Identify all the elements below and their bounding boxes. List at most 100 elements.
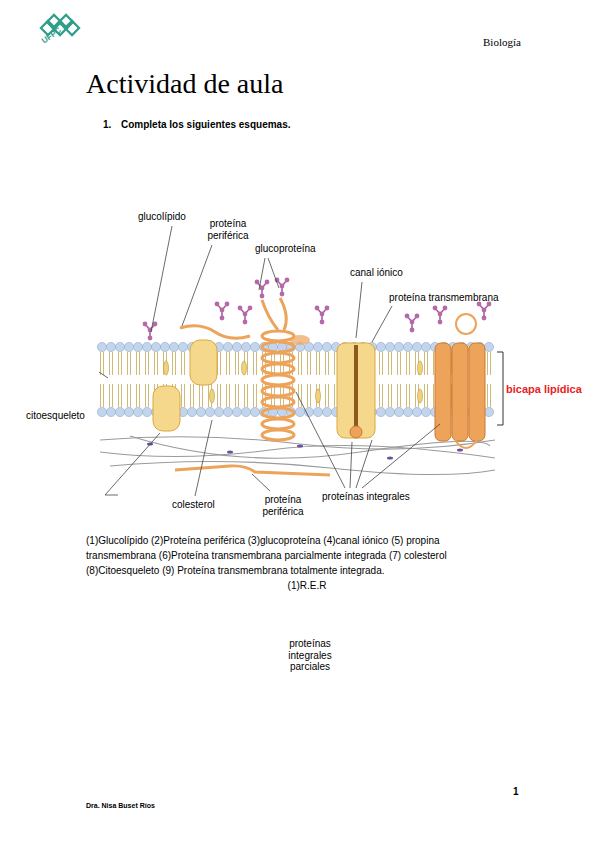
lipid-tail <box>235 384 236 407</box>
sugar-unit <box>415 314 420 319</box>
leader-line <box>268 258 279 288</box>
note: proteínas integrales parciales <box>280 638 340 673</box>
transmembrane-helix <box>452 343 468 441</box>
lipid-tail <box>388 384 389 407</box>
cholesterol <box>164 361 169 375</box>
lipid-head <box>421 342 430 351</box>
cytoskeleton-fiber <box>130 436 490 458</box>
leader-line <box>105 433 160 495</box>
helix-turn <box>262 408 294 418</box>
helix-turn <box>262 353 294 363</box>
lipid-tail <box>130 384 131 407</box>
cholesterol <box>210 389 215 403</box>
lipid-tail <box>238 384 239 407</box>
sugar-unit <box>482 316 487 321</box>
lipid-tail <box>118 352 119 375</box>
sugar-unit <box>443 306 448 311</box>
part-label: glucoproteína <box>255 243 316 255</box>
lipid-head <box>115 342 124 351</box>
lipid-head <box>403 342 412 351</box>
lipid-head <box>376 407 385 416</box>
part-label: colesterol <box>172 499 215 511</box>
lipid-tail <box>184 384 185 407</box>
lipid-head <box>124 407 133 416</box>
helix-turn <box>262 331 294 341</box>
lipid-tail <box>199 384 200 407</box>
bracket <box>497 352 503 425</box>
leader-line <box>195 420 212 496</box>
leader-line <box>356 440 372 488</box>
partial-protein <box>153 386 180 431</box>
sugar-unit <box>320 320 325 325</box>
answer-key: (1)Glucolípido (2)Proteína periférica (3… <box>86 533 496 578</box>
lipid-head <box>169 342 178 351</box>
sugars <box>143 278 492 341</box>
ion-channel <box>337 343 375 438</box>
cytoskeleton-fiber <box>100 446 495 459</box>
sugar-unit <box>260 294 265 299</box>
lipid-tail <box>325 352 326 375</box>
sugar-unit <box>238 306 243 311</box>
lipid-tail <box>310 384 311 407</box>
leader-line <box>151 226 172 332</box>
lipid-head <box>106 407 115 416</box>
lipid-tail <box>118 384 119 407</box>
lipid-tail <box>226 384 227 407</box>
lipid-tail <box>154 352 155 375</box>
lipid-tail <box>487 352 488 375</box>
sugar-unit <box>143 322 148 327</box>
lipid-tail <box>157 352 158 375</box>
lipid-tail <box>127 352 128 375</box>
leader-line <box>182 245 212 326</box>
lipid-tail <box>409 352 410 375</box>
part-label: proteína transmembrana <box>389 292 499 304</box>
lipid-head <box>151 342 160 351</box>
lipid-tail <box>298 352 299 375</box>
sugar-unit <box>315 306 320 311</box>
leader-line <box>356 282 362 338</box>
lipid-head <box>385 407 394 416</box>
part-label: proteínas integrales <box>322 491 410 503</box>
helix-turn <box>262 375 294 385</box>
lipid-head <box>295 407 304 416</box>
lipid-head <box>160 342 169 351</box>
lipid-tail <box>121 384 122 407</box>
helix-turn <box>262 364 294 374</box>
cytoskeleton-dot <box>297 445 303 448</box>
transmembrane-helix <box>469 343 485 441</box>
leader-line <box>350 442 352 488</box>
lipid-tail <box>406 352 407 375</box>
lipid-tail <box>148 352 149 375</box>
lipid-tail <box>316 352 317 375</box>
sugar-unit <box>260 286 265 291</box>
lipid-tail <box>103 352 104 375</box>
lipid-tail <box>388 352 389 375</box>
leader-lines <box>99 226 440 496</box>
lipid-tail <box>310 352 311 375</box>
sugar-unit <box>285 278 290 283</box>
lipid-tail <box>145 384 146 407</box>
lipid-head <box>115 407 124 416</box>
lipid-head <box>106 342 115 351</box>
lipid-tail <box>307 352 308 375</box>
lipid-tail <box>427 352 428 375</box>
lipid-tail <box>181 352 182 375</box>
lipid-tail <box>328 352 329 375</box>
lipid-tail <box>415 352 416 375</box>
lipid-head <box>97 342 106 351</box>
leader-line <box>296 392 345 488</box>
lipid-head <box>403 407 412 416</box>
helix-turn <box>262 419 294 429</box>
lipid-head <box>223 407 232 416</box>
part-label: citoesqueleto <box>26 410 85 422</box>
lipid-tail <box>238 352 239 375</box>
lipid-tail <box>109 352 110 375</box>
lipid-tail <box>334 352 335 375</box>
lipid-head <box>385 342 394 351</box>
protein-loop <box>456 314 476 334</box>
sugar-unit <box>265 280 270 285</box>
lipid-head <box>187 407 196 416</box>
sugar-unit <box>243 320 248 325</box>
lipid-tail <box>145 352 146 375</box>
lipid-head <box>412 342 421 351</box>
